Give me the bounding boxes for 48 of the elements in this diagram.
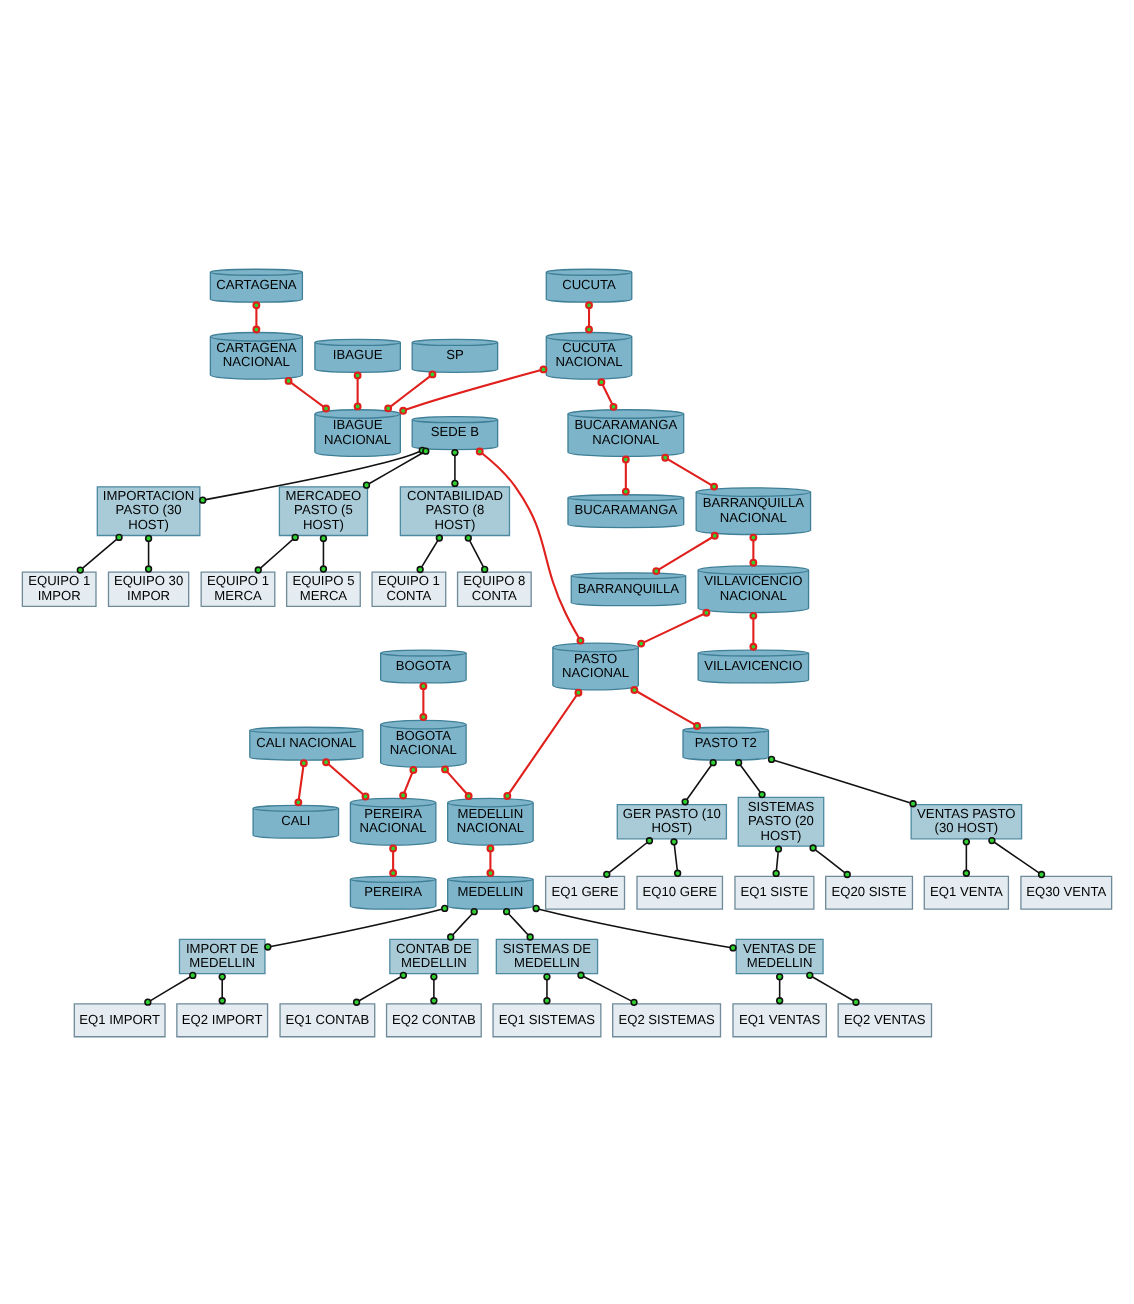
connector (652, 530, 719, 575)
connector (806, 970, 860, 1005)
connector (399, 364, 548, 414)
connector (988, 835, 1046, 878)
connector (399, 765, 418, 799)
connector (264, 903, 449, 950)
connector (767, 754, 917, 807)
connector (749, 610, 758, 650)
connector (809, 843, 851, 878)
connector (447, 906, 478, 940)
connector (749, 532, 758, 566)
connector (681, 757, 717, 805)
connector (430, 972, 438, 1004)
connector (577, 970, 638, 1006)
connector (503, 687, 583, 799)
connector (441, 764, 473, 799)
connector (144, 533, 153, 572)
connector (621, 454, 630, 495)
connector (603, 836, 654, 878)
connector (532, 903, 737, 951)
connector (543, 972, 551, 1004)
connector (597, 377, 618, 410)
connector (670, 837, 682, 876)
connector (475, 446, 585, 644)
connector (464, 533, 489, 573)
connector (353, 370, 362, 410)
connector (502, 906, 534, 940)
connector (322, 757, 370, 800)
connector (384, 369, 437, 412)
connector (962, 837, 971, 876)
connector (294, 758, 308, 806)
connector (144, 970, 197, 1005)
connector (319, 533, 328, 572)
connector (419, 681, 428, 720)
connector (772, 844, 783, 877)
connector (76, 532, 123, 573)
connector (254, 532, 299, 573)
connector (218, 972, 226, 1004)
connector (352, 970, 408, 1005)
connector (486, 843, 495, 876)
connector (630, 685, 701, 729)
connector (284, 375, 330, 412)
connector (389, 843, 398, 876)
connector (451, 447, 459, 487)
connector (734, 757, 766, 798)
connector (637, 607, 711, 647)
connector (416, 533, 444, 573)
connector (661, 452, 718, 490)
